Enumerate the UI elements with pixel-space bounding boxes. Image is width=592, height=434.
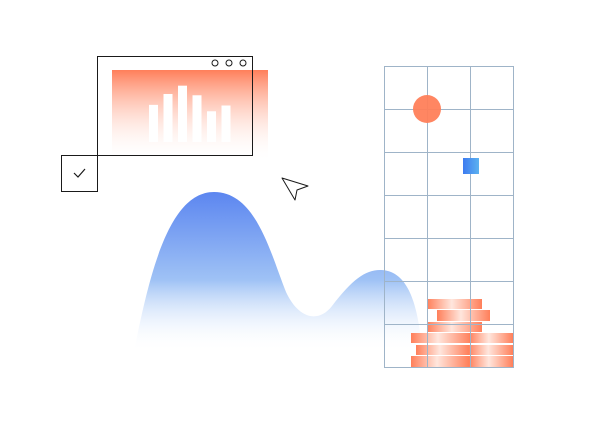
chart-panel: [112, 70, 268, 162]
chart-bar: [149, 104, 158, 142]
chart-bar: [192, 95, 202, 142]
bar-group: [149, 85, 231, 142]
chart-bar: [207, 111, 216, 142]
mountain-shape: [134, 192, 422, 352]
three-dots-icon: [211, 59, 247, 67]
brick-stack: [411, 299, 513, 367]
checkbox-checked-icon[interactable]: [61, 155, 98, 192]
check-mark-icon: [73, 168, 86, 178]
circle-marker: [413, 95, 441, 123]
browser-window-icon: [97, 56, 253, 156]
chart-bar: [221, 105, 231, 142]
chart-bar: [178, 85, 187, 142]
pointer-arrow-icon: [281, 177, 309, 201]
square-marker: [463, 158, 479, 174]
chart-bar: [163, 94, 173, 142]
